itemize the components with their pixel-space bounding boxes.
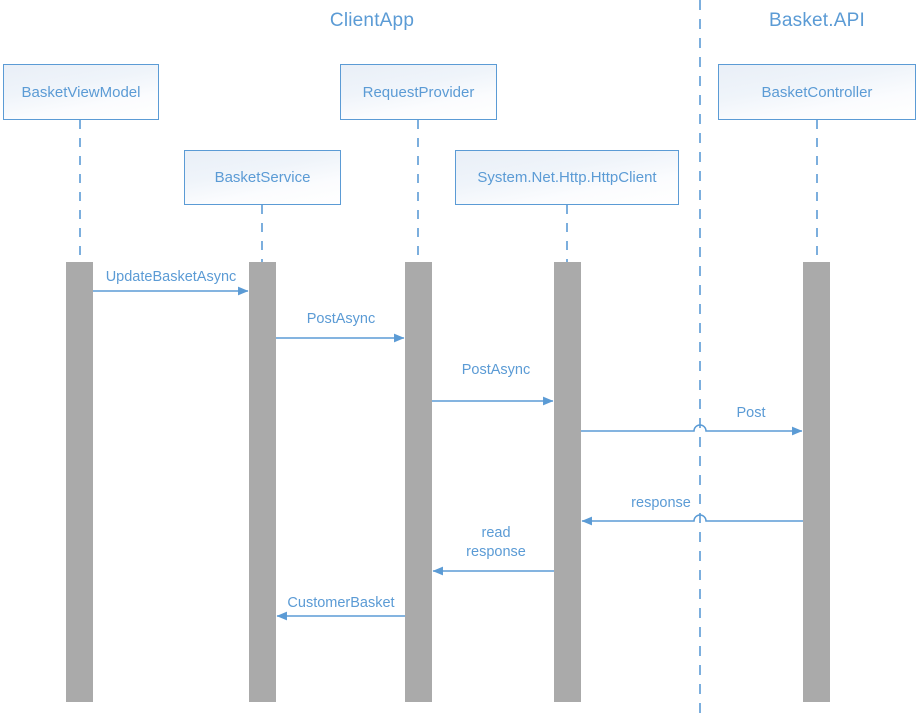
activation-bar-httpclient [554, 262, 581, 702]
lifeline-header-httpclient[interactable]: System.Net.Http.HttpClient [455, 150, 679, 205]
message-label-line: Post [736, 405, 766, 421]
message-label-line: read [481, 525, 511, 541]
lifeline-label: System.Net.Http.HttpClient [477, 169, 657, 186]
message-label-m3: PostAsync [462, 361, 531, 380]
message-label-m7: CustomerBasket [287, 594, 394, 613]
message-label-line: UpdateBasketAsync [105, 269, 237, 285]
lifeline-header-basketservice[interactable]: BasketService [184, 150, 341, 205]
message-label-line: PostAsync [306, 311, 376, 327]
message-arrow-m4 [581, 424, 803, 436]
lifeline-header-requestprovider[interactable]: RequestProvider [340, 64, 497, 120]
lifeline-label: BasketController [761, 83, 873, 101]
lifeline-header-basketcontroller[interactable]: BasketController [718, 64, 916, 120]
message-label-line: CustomerBasket [287, 595, 395, 611]
message-label-m2: PostAsync [307, 310, 376, 329]
group-label-basketapi: Basket.API [769, 10, 865, 31]
message-label-m6: read response [466, 524, 526, 562]
activation-bar-basketviewmodel [66, 262, 93, 702]
lifeline-header-basketviewmodel[interactable]: BasketViewModel [3, 64, 159, 120]
message-label-m4: Post [736, 404, 765, 423]
activation-bar-requestprovider [405, 262, 432, 702]
message-label-m5: response [631, 494, 691, 513]
lifeline-label: RequestProvider [362, 83, 475, 101]
message-label-line: PostAsync [461, 362, 531, 378]
message-label-line: response [631, 495, 691, 511]
activation-bar-basketcontroller [803, 262, 830, 702]
group-label-clientapp: ClientApp [329, 10, 415, 31]
message-arrow-m5 [581, 514, 803, 526]
activation-bar-basketservice [249, 262, 276, 702]
lifeline-label: BasketService [214, 169, 311, 186]
lifeline-label: BasketViewModel [21, 83, 141, 101]
message-label-m1: UpdateBasketAsync [106, 268, 237, 287]
message-label-line: response [466, 544, 526, 561]
